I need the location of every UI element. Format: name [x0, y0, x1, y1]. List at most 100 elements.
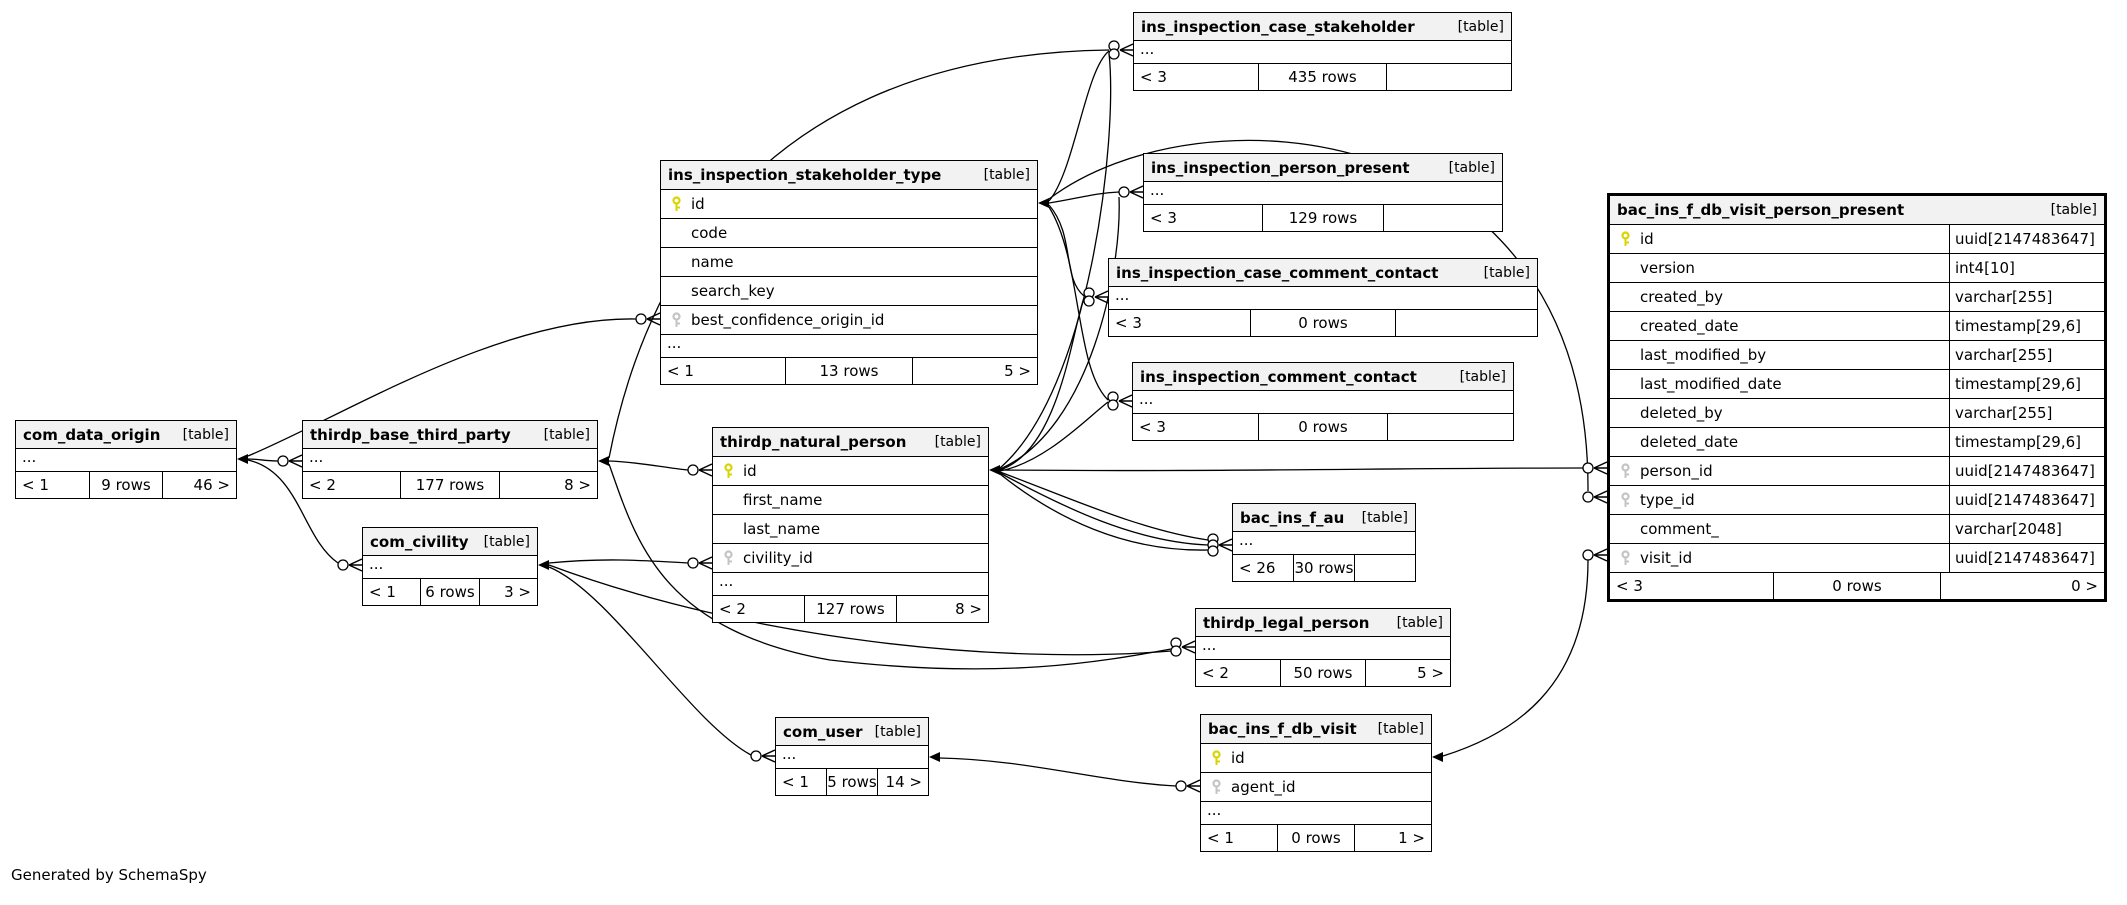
footer-child-count: [1355, 555, 1415, 581]
footer-child-count: 3 >: [504, 583, 531, 601]
table-header: com_user [table]: [776, 718, 928, 746]
table-name: bac_ins_f_db_visit_person_present: [1617, 201, 1905, 219]
footer-child-count: 8 >: [564, 476, 591, 494]
footer-child-count: [1396, 310, 1537, 336]
table-ins-inspection-case-stakeholder[interactable]: ins_inspection_case_stakeholder [table] …: [1133, 12, 1512, 91]
column-type: int4[10]: [1949, 254, 2104, 282]
column-type: timestamp[29,6]: [1949, 428, 2104, 456]
column-row[interactable]: deleted_date timestamp[29,6]: [1610, 428, 2104, 457]
table-com-data-origin[interactable]: com_data_origin [table] ... < 1 9 rows 4…: [15, 420, 237, 499]
table-header: ins_inspection_case_comment_contact [tab…: [1109, 259, 1537, 287]
table-bac-ins-f-au[interactable]: bac_ins_f_au [table] ... < 26 30 rows: [1232, 503, 1416, 582]
table-ins-inspection-comment-contact[interactable]: ins_inspection_comment_contact [table] .…: [1132, 362, 1514, 441]
table-thirdp-legal-person[interactable]: thirdp_legal_person [table] ... < 2 50 r…: [1195, 608, 1451, 687]
table-header: com_civility [table]: [363, 528, 537, 556]
footer-row-count: 5 rows: [826, 769, 878, 795]
footer-row-count: 435 rows: [1258, 64, 1387, 90]
column-row[interactable]: id: [661, 190, 1037, 219]
table-thirdp-base-third-party[interactable]: thirdp_base_third_party [table] ... < 2 …: [302, 420, 598, 499]
table-footer: < 3 435 rows: [1134, 64, 1511, 90]
column-row[interactable]: best_confidence_origin_id: [661, 306, 1037, 335]
column-row[interactable]: last_modified_by varchar[255]: [1610, 341, 2104, 370]
column-row[interactable]: search_key: [661, 277, 1037, 306]
column-name: deleted_date: [1640, 433, 1739, 451]
foreign-key-icon: [723, 550, 734, 566]
column-row[interactable]: deleted_by varchar[255]: [1610, 399, 2104, 428]
footer-parent-count: < 1: [667, 362, 694, 380]
footer-parent-count: < 3: [1115, 314, 1142, 332]
footer-row-count: 177 rows: [400, 472, 500, 498]
relationship-line: [999, 467, 1584, 472]
column-row[interactable]: first_name: [713, 486, 988, 515]
table-footer: < 26 30 rows: [1233, 555, 1415, 581]
column-name: comment_: [1640, 520, 1719, 538]
table-header: ins_inspection_comment_contact [table]: [1133, 363, 1513, 391]
column-type: varchar[255]: [1949, 341, 2104, 369]
column-type: varchar[2048]: [1949, 515, 2104, 543]
relationship-line: [1048, 191, 1120, 204]
column-name: last_modified_date: [1640, 375, 1782, 393]
primary-key-icon: [671, 196, 682, 212]
relationship-line: [1048, 206, 1109, 401]
columns-ellipsis: ...: [1233, 532, 1415, 555]
column-name: id: [1640, 230, 1654, 248]
column-row[interactable]: comment_ varchar[2048]: [1610, 515, 2104, 544]
relationship-line: [999, 472, 1209, 546]
column-name: last_modified_by: [1640, 346, 1767, 364]
relationship-line: [548, 559, 689, 564]
footer-row-count: 6 rows: [420, 579, 480, 605]
footer-parent-count: < 3: [1140, 68, 1167, 86]
relationship-line: [247, 318, 637, 457]
table-footer: < 2 127 rows 8 >: [713, 596, 988, 622]
column-name: deleted_by: [1640, 404, 1723, 422]
table-bac-ins-f-db-visit-person-present[interactable]: bac_ins_f_db_visit_person_present [table…: [1607, 193, 2107, 602]
column-row[interactable]: last_name: [713, 515, 988, 544]
table-type-badge: [table]: [2050, 202, 2097, 218]
table-footer: < 3 129 rows: [1144, 205, 1502, 231]
column-row[interactable]: name: [661, 248, 1037, 277]
column-row[interactable]: id: [713, 457, 988, 486]
column-name: type_id: [1640, 491, 1695, 509]
footer-parent-count: < 26: [1239, 559, 1276, 577]
columns-ellipsis: ...: [1134, 41, 1511, 64]
column-row[interactable]: id uuid[2147483647]: [1610, 225, 2104, 254]
table-name: ins_inspection_person_present: [1151, 158, 1410, 177]
column-type: timestamp[29,6]: [1949, 370, 2104, 398]
table-name: ins_inspection_comment_contact: [1140, 367, 1417, 386]
columns-ellipsis: ...: [303, 449, 597, 472]
relationship-line: [999, 473, 1209, 551]
footer-parent-count: < 1: [369, 583, 396, 601]
table-footer: < 2 177 rows 8 >: [303, 472, 597, 498]
columns-ellipsis: ...: [16, 449, 236, 472]
column-name: version: [1640, 259, 1695, 277]
footer-child-count: 46 >: [193, 476, 230, 494]
table-footer: < 1 6 rows 3 >: [363, 579, 537, 605]
footer-parent-count: < 2: [309, 476, 336, 494]
table-type-badge: [table]: [1361, 509, 1408, 526]
column-row[interactable]: code: [661, 219, 1037, 248]
table-bac-ins-f-db-visit[interactable]: bac_ins_f_db_visit [table] id agent_id .…: [1200, 714, 1432, 852]
table-ins-inspection-stakeholder-type[interactable]: ins_inspection_stakeholder_type [table] …: [660, 160, 1038, 385]
column-name: name: [691, 253, 734, 271]
column-type: varchar[255]: [1949, 399, 2104, 427]
table-name: thirdp_natural_person: [720, 433, 907, 451]
columns-ellipsis: ...: [1133, 391, 1513, 414]
column-type: uuid[2147483647]: [1949, 225, 2104, 253]
footer-row-count: 50 rows: [1279, 660, 1367, 686]
column-row[interactable]: civility_id: [713, 544, 988, 573]
table-ins-inspection-case-comment-contact[interactable]: ins_inspection_case_comment_contact [tab…: [1108, 258, 1538, 337]
column-row[interactable]: version int4[10]: [1610, 254, 2104, 283]
table-ins-inspection-person-present[interactable]: ins_inspection_person_present [table] ..…: [1143, 153, 1503, 232]
table-thirdp-natural-person[interactable]: thirdp_natural_person [table] id first_n…: [712, 427, 989, 623]
column-row[interactable]: last_modified_date timestamp[29,6]: [1610, 370, 2104, 399]
footer-child-count: [1384, 205, 1502, 231]
column-row[interactable]: id: [1201, 744, 1431, 773]
column-row[interactable]: agent_id: [1201, 773, 1431, 802]
table-com-civility[interactable]: com_civility [table] ... < 1 6 rows 3 >: [362, 527, 538, 606]
table-com-user[interactable]: com_user [table] ... < 1 5 rows 14 >: [775, 717, 929, 796]
